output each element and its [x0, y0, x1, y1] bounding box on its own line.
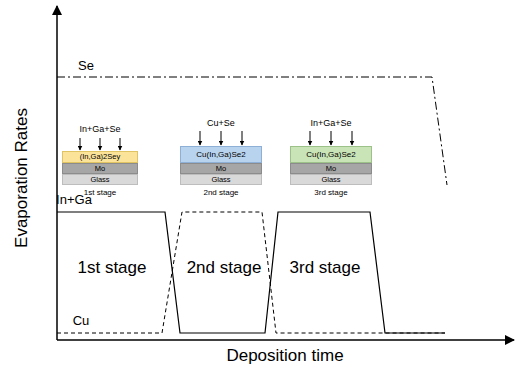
layer-name: Cu(In,Ga)Se2	[196, 151, 245, 159]
curve-label: Se	[78, 59, 94, 73]
axis-title: Evaporation Rates	[13, 108, 32, 248]
stage-label: 3rd stage	[290, 259, 361, 278]
inset-caption: 2nd stage	[203, 189, 238, 198]
curve-label: In+Ga	[56, 193, 92, 207]
glass-substrate: Glass	[62, 174, 138, 185]
flux-arrow	[100, 138, 101, 150]
curve-label: Cu	[73, 314, 90, 328]
cu-rate-line	[57, 212, 445, 333]
source-label: Cu+Se	[207, 119, 235, 129]
source-label: In+Ga+Se	[310, 119, 351, 129]
x-axis	[57, 339, 514, 341]
layer-name: Glass	[211, 176, 230, 184]
flux-arrow	[120, 138, 121, 150]
mo-layer: Mo	[290, 163, 372, 174]
flux-arrow	[242, 131, 243, 145]
stage-label: 1st stage	[78, 259, 147, 278]
film-layer: (In,Ga)2Sey	[62, 151, 138, 163]
glass-substrate: Glass	[180, 174, 262, 185]
in-ga-rate-line	[57, 212, 445, 333]
stage-label: 2nd stage	[187, 259, 262, 278]
layer-name: Glass	[90, 176, 109, 184]
mo-layer: Mo	[62, 163, 138, 174]
layer-name: Glass	[321, 176, 340, 184]
flux-arrow	[352, 131, 353, 145]
flux-arrow	[331, 131, 332, 145]
layer-name: Mo	[216, 165, 226, 173]
inset-caption: 3rd stage	[314, 189, 347, 198]
flux-arrow	[80, 138, 81, 150]
y-axis	[56, 6, 58, 340]
layer-name: Mo	[95, 165, 105, 173]
layer-name: Mo	[326, 165, 336, 173]
film-layer: Cu(In,Ga)Se2	[290, 146, 372, 163]
se-rate-line	[57, 77, 447, 185]
source-label: In+Ga+Se	[79, 125, 120, 135]
glass-substrate: Glass	[290, 174, 372, 185]
mo-layer: Mo	[180, 163, 262, 174]
axis-title: Deposition time	[226, 347, 343, 366]
layer-name: Cu(In,Ga)Se2	[306, 151, 355, 159]
film-layer: Cu(In,Ga)Se2	[180, 146, 262, 163]
flux-arrow	[200, 131, 201, 145]
flux-arrow	[221, 131, 222, 145]
flux-arrow	[310, 131, 311, 145]
layer-name: (In,Ga)2Sey	[80, 153, 120, 161]
